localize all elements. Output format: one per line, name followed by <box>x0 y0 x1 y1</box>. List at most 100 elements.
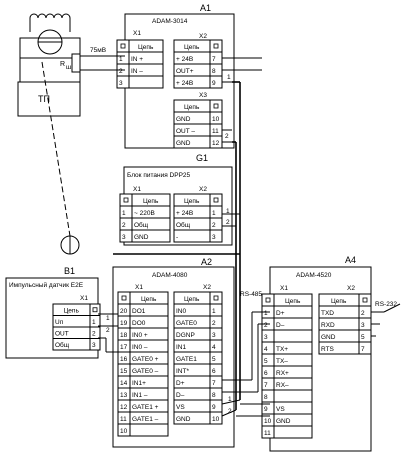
a4-x1-pin-name: RX– <box>276 382 289 389</box>
a1-x3-marker <box>213 103 219 109</box>
a2-x2-name: X2 <box>203 284 211 291</box>
a2-x2-pin-name: VS <box>176 404 185 411</box>
tp-box <box>17 81 81 117</box>
a4-x1-pin-num: 4 <box>264 346 268 353</box>
resistor-sub: ш <box>66 64 71 71</box>
a2-x2-pin-num: 6 <box>212 368 216 375</box>
a4-x1-pin-name: TX+ <box>276 346 288 353</box>
a1-x2-pin-num: 9 <box>212 80 216 87</box>
a4-x2-pin-num: 2 <box>361 310 365 317</box>
a2-x2-pin-name: IN1 <box>176 344 187 351</box>
sensor-x1-pin-name: Uп <box>55 319 64 326</box>
a2-x2-pin-name: DGNP <box>176 332 195 339</box>
rs485-label: RS-485 <box>240 291 262 298</box>
wire-label-2b: 2 <box>226 219 230 226</box>
b1-label: В1 <box>64 266 75 276</box>
a2-x2-pin-name: D+ <box>176 380 185 387</box>
shunt-resistor <box>71 53 81 73</box>
a4-x1-pin-num: 9 <box>264 406 268 413</box>
g1-x2-pin-num: 1 <box>212 210 216 217</box>
g1-x1-pin-name: ~ 220В <box>134 210 155 217</box>
a2-title: ADAM-4080 <box>152 272 188 279</box>
a2-x2-pin-num: 10 <box>212 416 220 423</box>
a2-x2-pin-num: 7 <box>212 380 216 387</box>
sensor-x1-pin-num: 1 <box>92 319 96 326</box>
a1-title: ADAM-3014 <box>152 18 188 25</box>
g1-x1-pin-num: 3 <box>122 234 126 241</box>
rs232-label: RS-232 <box>375 301 397 308</box>
a2-x2-pin-num: 2 <box>212 320 216 327</box>
a4-x1-pin-name: RX+ <box>276 370 289 377</box>
a2-x2-pin-name: IN0 <box>176 308 187 315</box>
a2-x1-name: X1 <box>135 284 143 291</box>
a1-x2-pin-name: + 24В <box>176 56 193 63</box>
a4-x2-name: X2 <box>347 285 355 292</box>
a4-x1-pin-name: VS <box>276 406 285 413</box>
a4-x2-pin-name: RTS <box>321 346 335 353</box>
a4-x1-pin-num: 3 <box>264 334 268 341</box>
g1-x2-pin-name: Общ <box>176 221 191 229</box>
g1-x1-header: Цепь <box>143 198 159 205</box>
a1-x3-name: X3 <box>199 92 207 99</box>
a4-x1-header: Цепь <box>285 298 301 305</box>
a2-x1-pin-num: 18 <box>120 332 128 339</box>
a4-x1-pin-num: 1 <box>264 310 268 317</box>
a2-x1-pin-name: DO1 <box>132 308 146 315</box>
a4-x1-pin-name: TX– <box>276 358 288 365</box>
a1-x2-pin-num: 7 <box>212 56 216 63</box>
g1-x2-pin-name: + 24В <box>176 210 193 217</box>
g1-x2-marker <box>213 197 219 203</box>
voltage-label: 75мВ <box>90 47 106 54</box>
a2-x2-pin-num: 5 <box>212 356 216 363</box>
a2-x2-table <box>173 291 223 425</box>
a2-x1-pin-name: IN1 – <box>132 392 148 399</box>
a4-x1-pin-name: D+ <box>276 310 285 317</box>
a2-x1-pin-num: 15 <box>120 368 128 375</box>
a2-ref: А2 <box>201 257 212 267</box>
a1-x2-pin-name: + 24В <box>176 80 193 87</box>
sensor-x1-marker <box>92 307 98 313</box>
g1-x1-pin-num: 2 <box>122 222 126 229</box>
sensor-title: Импульсный датчик E2E <box>9 281 84 289</box>
wire-label-1a: 1 <box>227 74 231 81</box>
a4-x2-pin-num: 7 <box>361 346 365 353</box>
a2-x2-pin-name: GATE0 <box>176 320 197 327</box>
a1-x1-marker <box>120 43 126 49</box>
a2-x1-pin-name: IN0 – <box>132 344 148 351</box>
a4-x1-pin-num: 10 <box>264 418 272 425</box>
a1-x3-pin-num: 11 <box>212 128 219 135</box>
coil-symbol <box>29 13 71 19</box>
a4-x2-pin-name: RXD <box>321 322 335 329</box>
a4-x1-marker <box>265 297 271 303</box>
g1-x2-name: X2 <box>199 186 207 193</box>
g1-x2-pin-name: - <box>176 234 178 241</box>
resistor-label: R <box>60 61 65 68</box>
wire-label-2a: 2 <box>225 133 229 140</box>
a2-x2-pin-num: 8 <box>212 392 216 399</box>
mechanical-link <box>41 61 71 237</box>
a2-x1-pin-num: 17 <box>120 344 128 351</box>
sensor-x1-pin-num: 2 <box>92 331 96 338</box>
g1-x2-pin-num: 3 <box>212 234 216 241</box>
a4-x2-pin-num: 5 <box>361 334 365 341</box>
a4-x1-pin-num: 11 <box>264 430 271 437</box>
a1-x3-header: Цепь <box>184 104 200 111</box>
a4-title: ADAM-4520 <box>296 272 332 279</box>
wire-label-2d: 2 <box>106 327 110 334</box>
a2-x1-pin-num: 11 <box>120 416 127 423</box>
wire-label-1b: 1 <box>226 208 230 215</box>
a2-x1-pin-name: GATE0 – <box>132 368 159 375</box>
a4-x1-name: X1 <box>280 285 288 292</box>
a2-x2-pin-num: 3 <box>212 332 216 339</box>
g1-x1-pin-name: GND <box>134 234 149 241</box>
sensor-block-name: X1 <box>80 295 88 302</box>
a2-x1-pin-name: IN0 + <box>132 332 148 339</box>
a2-x2-pin-name: GND <box>176 416 191 423</box>
a4-x1-pin-num: 2 <box>264 322 268 329</box>
g1-ref: G1 <box>196 153 208 163</box>
tp-block: ТП R ш 75мВ <box>17 13 116 117</box>
